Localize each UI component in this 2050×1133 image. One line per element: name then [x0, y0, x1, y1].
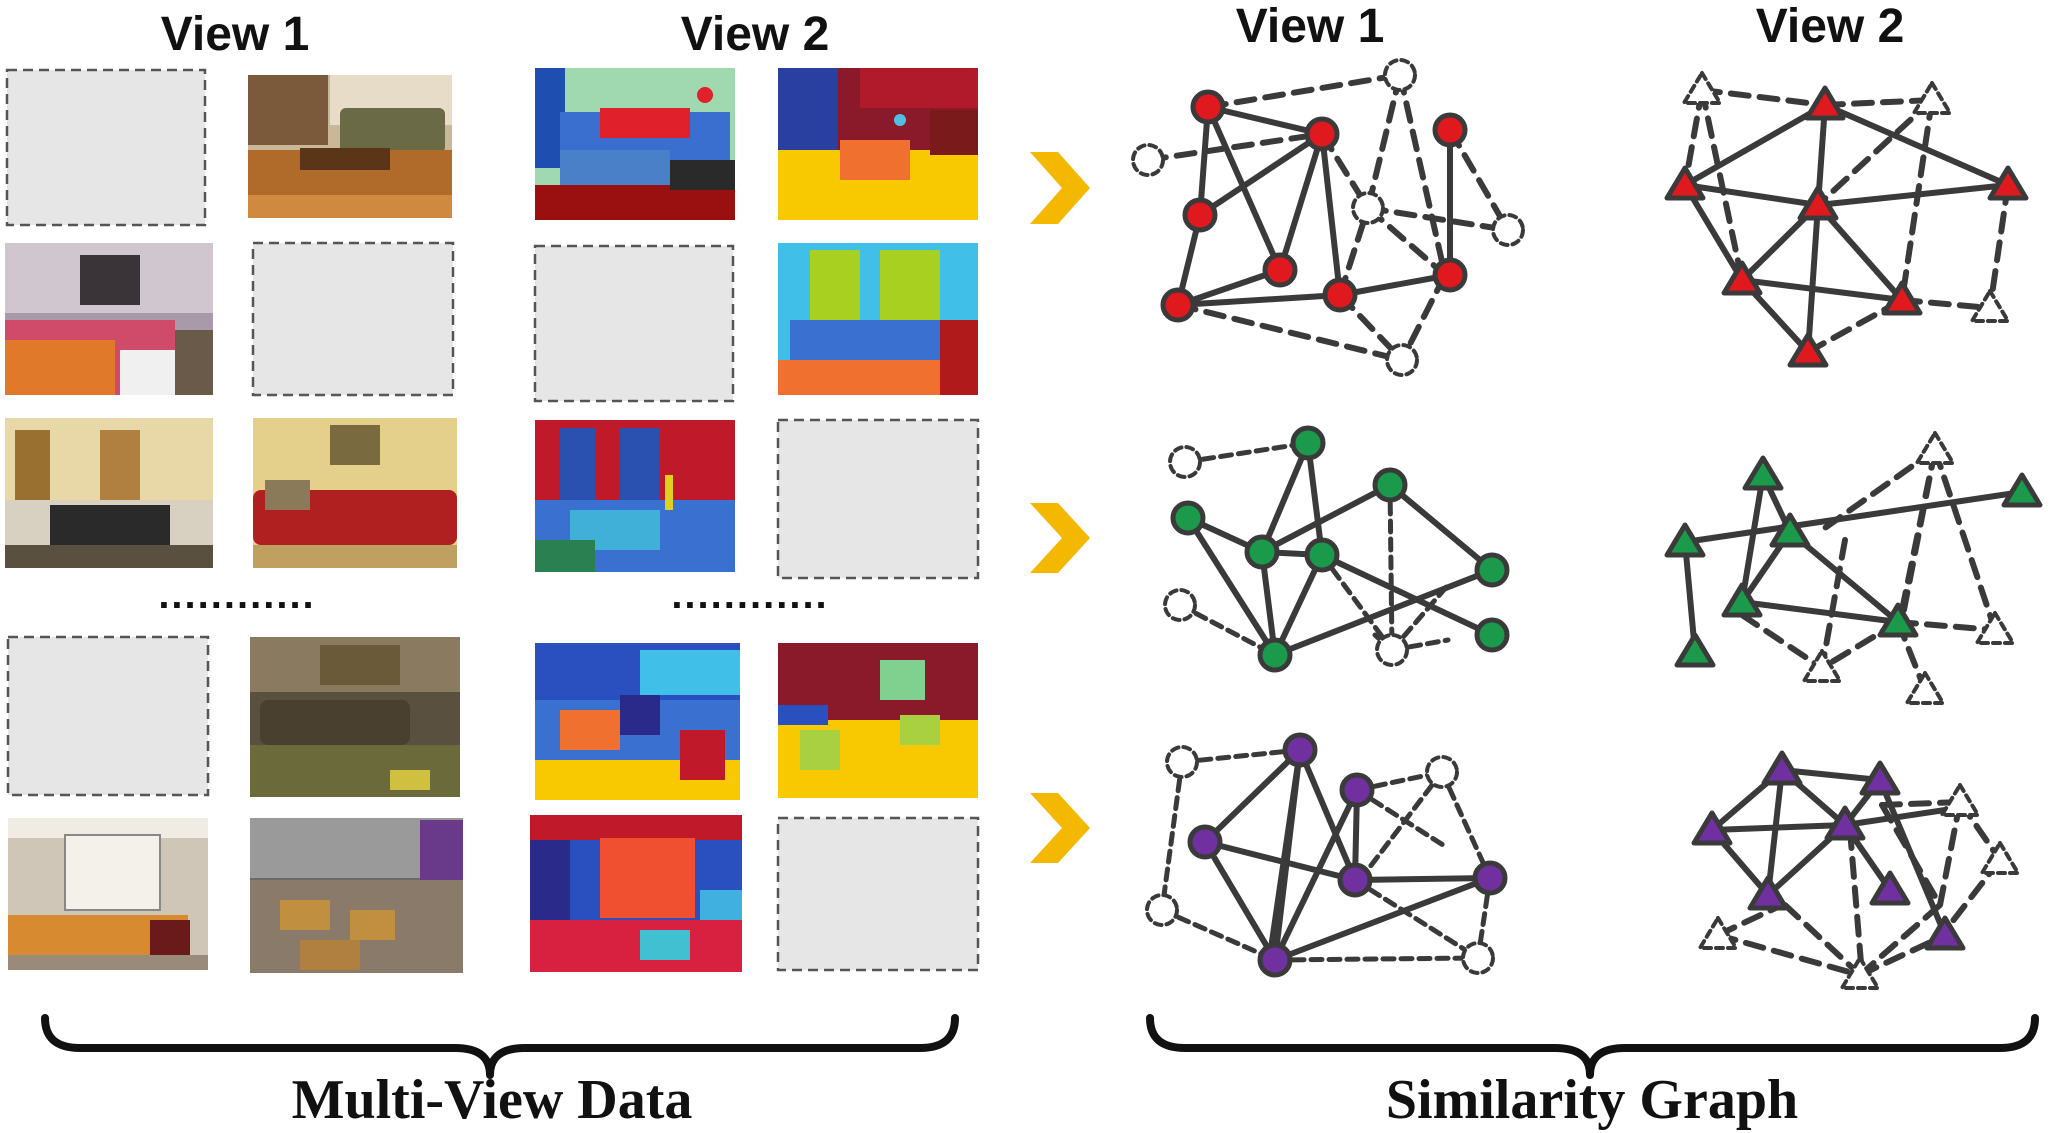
- caption-similarity-graph: Similarity Graph: [1386, 1069, 1798, 1131]
- segmentation-room: [535, 420, 735, 572]
- data-view2-header: View 2: [681, 8, 830, 61]
- brace-similarity-graph: [1146, 1014, 2039, 1079]
- similarity-graphs: [1131, 58, 2043, 990]
- photo-living-room: [248, 75, 452, 218]
- segmentation-bedroom: [535, 68, 735, 220]
- arrow-row3: [1030, 793, 1090, 863]
- segmentation-office: [535, 643, 740, 800]
- graph-row3-view2: [1691, 750, 2020, 990]
- graph-view2-header: View 2: [1756, 0, 1905, 53]
- multi-view-data-grid: ............ ............: [5, 68, 980, 973]
- caption-multi-view-data: Multi-View Data: [292, 1069, 693, 1131]
- brace-multi-view-data: [41, 1014, 959, 1079]
- arrow-row2: [1030, 503, 1090, 573]
- missing-cell-r1-c1: [5, 68, 207, 227]
- photo-conference-room: [8, 818, 208, 970]
- arrow-row1: [1030, 152, 1090, 224]
- segmentation-living: [778, 68, 978, 220]
- graph-row3-view1: [1145, 732, 1508, 978]
- graph-row1-view2: [1664, 71, 2029, 368]
- graph-row2-view2: [1664, 431, 2043, 705]
- photo-cafeteria: [250, 818, 463, 973]
- photo-red-sofa: [253, 418, 457, 568]
- photo-messy-bedroom: [5, 418, 213, 568]
- graph-row2-view1: [1163, 425, 1510, 673]
- missing-cell-r2-c3: [533, 244, 735, 403]
- segmentation-meeting: [530, 815, 742, 972]
- segmentation-dining: [778, 243, 978, 395]
- transform-arrows: [1030, 152, 1090, 863]
- segmentation-kitchen: [778, 643, 978, 798]
- missing-cell-r4-c1: [6, 635, 210, 797]
- missing-cell-r2-c2: [251, 241, 455, 397]
- missing-cell-r3-c4: [776, 418, 980, 580]
- graph-view1-header: View 1: [1236, 0, 1385, 53]
- data-view1-header: View 1: [161, 8, 310, 61]
- data-ellipsis-left: ............: [158, 573, 315, 617]
- data-ellipsis-right: ............: [671, 573, 828, 617]
- photo-bedroom: [5, 243, 213, 395]
- graph-row1-view1: [1131, 58, 1525, 377]
- photo-lounge: [250, 637, 460, 797]
- missing-cell-r5-c4: [776, 816, 980, 972]
